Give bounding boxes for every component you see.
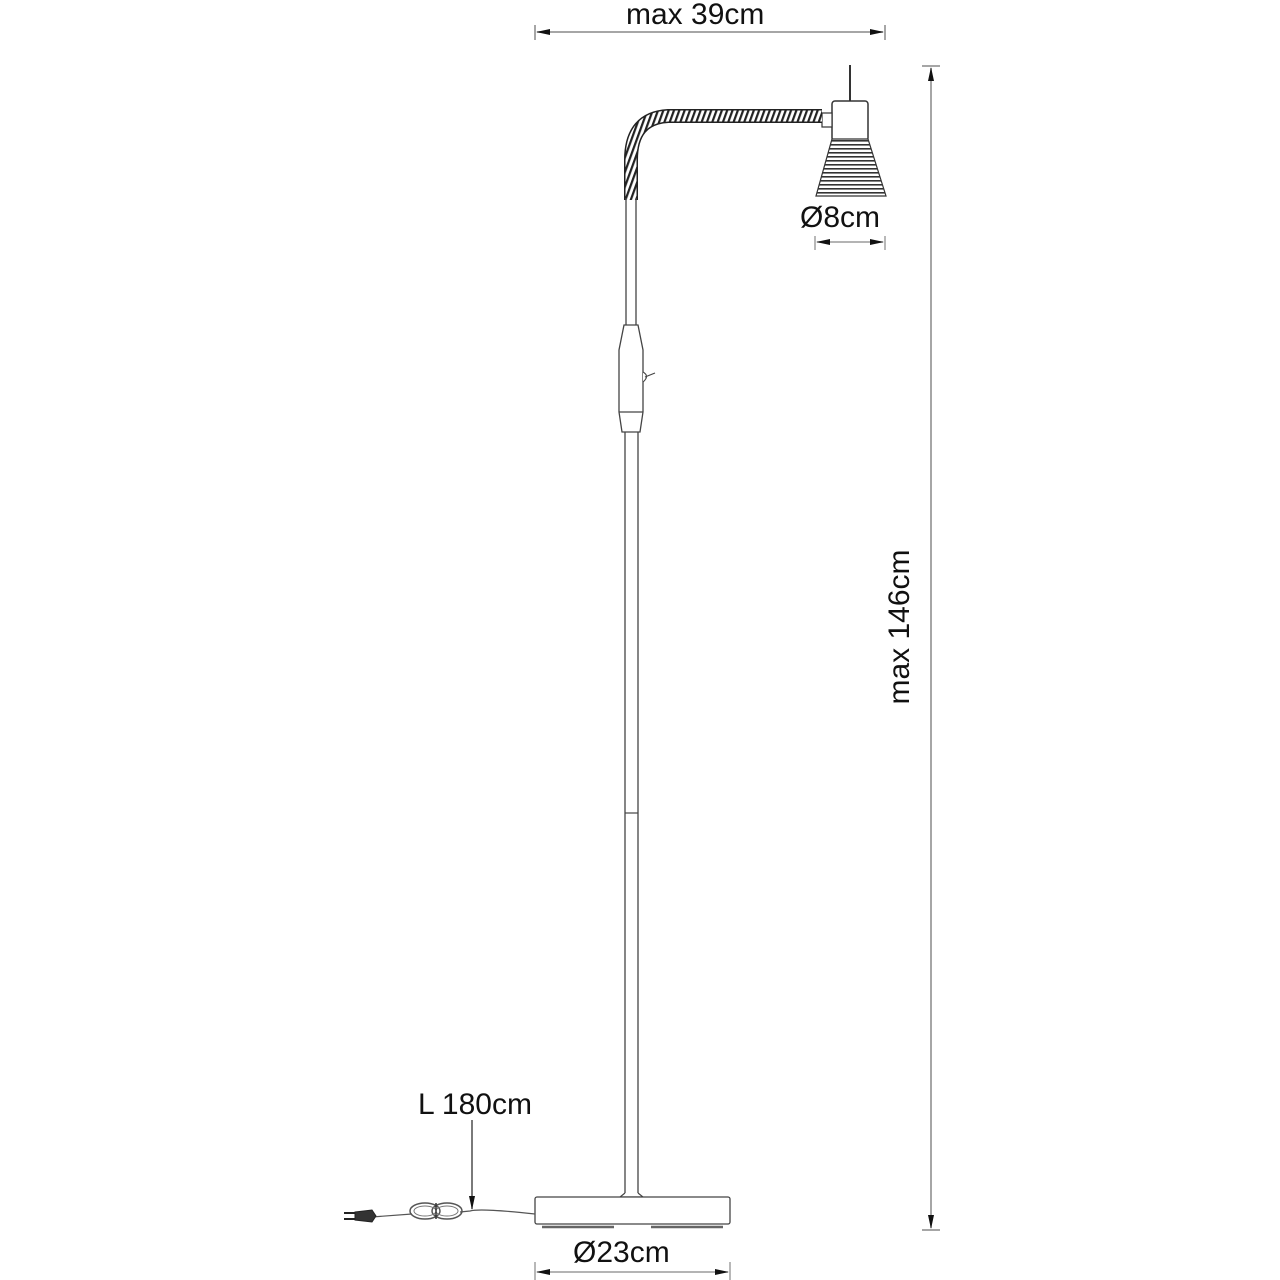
plug-icon xyxy=(344,1209,377,1223)
lower-pole xyxy=(618,432,645,1198)
gooseneck-arm xyxy=(624,109,822,200)
shade-diameter-label: Ø8cm xyxy=(800,201,881,234)
base-diameter-dimension xyxy=(534,1262,731,1280)
switch-housing xyxy=(618,324,656,433)
max-height-label: max 146cm xyxy=(883,549,916,705)
cable-length-label: L 180cm xyxy=(418,1088,532,1121)
shade-diameter-dimension xyxy=(814,236,886,250)
base-diameter-label: Ø23cm xyxy=(573,1236,670,1269)
width-dimension xyxy=(534,25,886,40)
height-dimension xyxy=(922,65,940,1231)
upper-pole xyxy=(625,198,637,326)
max-width-label: max 39cm xyxy=(626,0,765,31)
base xyxy=(534,1196,731,1229)
lamp-head xyxy=(815,65,887,197)
power-cable xyxy=(371,1202,536,1220)
